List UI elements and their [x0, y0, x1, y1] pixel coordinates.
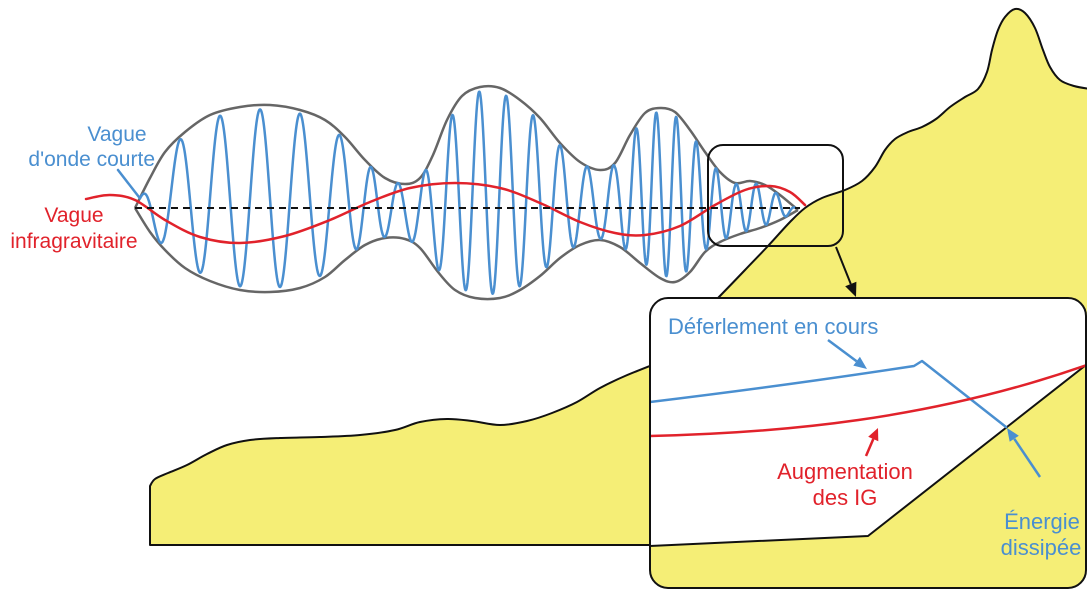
energy-label-line2: dissipée [1001, 535, 1082, 560]
ig-increase-label-line1: Augmentation [777, 459, 913, 484]
energy-arrow-head [1007, 428, 1019, 442]
energy-label-line1: Énergie [1004, 509, 1080, 534]
breaking-label: Déferlement en cours [668, 314, 878, 339]
inset-beach-slope [650, 353, 1086, 588]
ig-increase-arrow [864, 428, 879, 457]
inset-content [650, 353, 1086, 588]
zoom-box [707, 144, 844, 247]
infragravity-label-line2: infragravitaire [10, 230, 137, 253]
wave-envelope-upper [133, 84, 799, 211]
short-wave-line [116, 90, 797, 295]
breaking-arrow-head [853, 356, 867, 369]
zoom-arrow [835, 246, 857, 297]
ig-increase-arrow-head [868, 428, 879, 442]
wave-envelope-lower [133, 207, 799, 301]
short-wave-label-line2: d'onde courte [28, 148, 155, 171]
breaking-arrow-shaft [827, 338, 858, 363]
inset-short-wave-line [650, 359, 1008, 429]
zoom-arrow-shaft [835, 246, 852, 285]
inset-border [649, 297, 1087, 589]
inset-infragravity-wave-line [650, 363, 1086, 438]
infragravity-label-line1: Vague [44, 204, 103, 227]
shore-cliff [699, 7, 1087, 331]
infragravity-wave-line [84, 181, 807, 245]
ig-increase-arrow-shaft [864, 438, 875, 457]
ig-increase-label-line2: des IG [813, 485, 878, 510]
energy-arrow [1007, 428, 1042, 478]
inset-panel: Déferlement en cours Augmentation des IG… [649, 297, 1087, 589]
short-wave-label-line1: Vague [87, 123, 146, 146]
wave-group [84, 84, 807, 301]
seabed-profile [149, 361, 661, 546]
energy-arrow-shaft [1013, 438, 1042, 478]
breaking-arrow [827, 338, 867, 369]
zoom-arrow-head [845, 281, 857, 297]
